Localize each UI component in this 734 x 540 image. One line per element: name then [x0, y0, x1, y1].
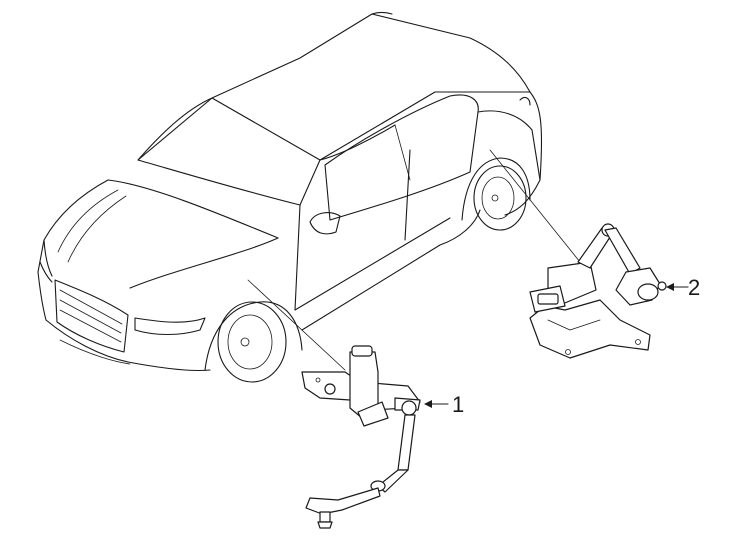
arrow-icon [666, 283, 674, 291]
vehicle-illustration [37, 11, 581, 383]
part-2-level-sensor [529, 223, 667, 359]
callout-number-2: 2 [688, 275, 700, 300]
callout-number-1: 1 [452, 392, 464, 417]
callout-2: 2 [666, 275, 700, 300]
part-1-level-sensor [301, 345, 421, 529]
arrow-icon [424, 400, 432, 408]
callout-1: 1 [424, 392, 464, 417]
